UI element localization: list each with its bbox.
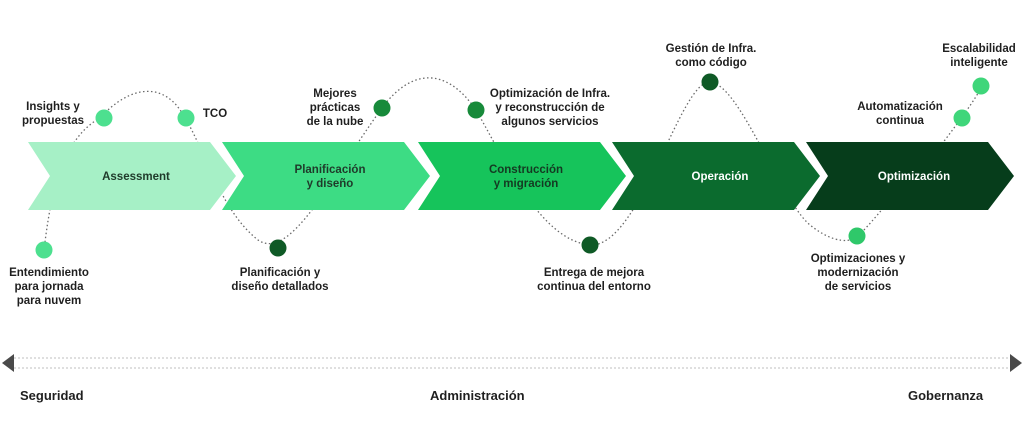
axis-label-gobernanza: Gobernanza (908, 388, 984, 403)
milestone-dot-escalabilidad (972, 77, 990, 95)
axis-arrow-left (2, 354, 14, 372)
axis-label-administracion: Administración (430, 388, 525, 403)
phase-label-assessment: Assessment (102, 171, 170, 183)
milestone-dot-automatizacion (953, 109, 971, 127)
phase-chevron-optimizacion (806, 142, 1014, 210)
phase-chevron-assessment (28, 142, 236, 210)
milestone-dot-mejores-practicas (373, 99, 391, 117)
milestone-dot-optimizacion-infra (467, 101, 485, 119)
phase-label-planificacion: y diseño (307, 178, 354, 190)
phase-label-construccion: y migración (494, 178, 559, 190)
phase-chevron-operacion (612, 142, 820, 210)
phase-chevron-construccion (418, 142, 626, 210)
milestone-label-tco: TCO (202, 108, 228, 120)
phase-chevron-planificacion (222, 142, 430, 210)
milestone-dot-optimizaciones (848, 227, 866, 245)
milestone-dot-entendimiento (35, 241, 53, 259)
milestone-dot-tco (177, 109, 195, 127)
axis-label-seguridad: Seguridad (20, 388, 84, 403)
milestone-label-gestion-infra: Gestión de Infra.como código (665, 43, 757, 69)
phase-label-planificacion: Planificación (295, 164, 366, 176)
axis-arrow-right (1010, 354, 1022, 372)
milestone-dot-insights (95, 109, 113, 127)
milestone-dot-gestion-infra (701, 73, 719, 91)
phase-label-optimizacion: Optimización (878, 171, 950, 183)
milestone-label-optimizacion-infra: Optimización de Infra.y reconstrucción d… (489, 88, 611, 128)
phase-label-construccion: Construcción (489, 164, 563, 176)
milestone-dot-planificacion-detallada (269, 239, 287, 257)
milestone-dot-entrega-mejora (581, 236, 599, 254)
phase-label-operacion: Operación (692, 171, 749, 183)
